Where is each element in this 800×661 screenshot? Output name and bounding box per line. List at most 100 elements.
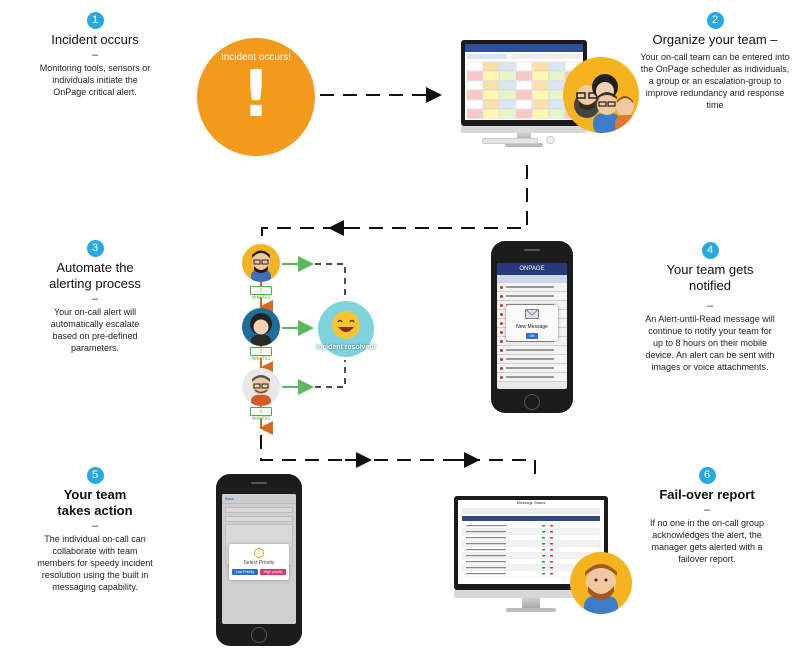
step-2: 2 Organize your team – Your on-call team…: [640, 12, 790, 111]
step-description: If no one in the on-call group acknowled…: [649, 518, 765, 564]
popup-title: New Message: [516, 324, 548, 330]
report-table: [461, 508, 601, 577]
scheduler-cell: [483, 90, 500, 100]
onpage-header: ONPAGE: [497, 263, 567, 275]
smiley-icon: [332, 311, 360, 339]
new-message-popup: New Message OK: [506, 305, 558, 341]
back-link[interactable]: Back: [225, 496, 234, 501]
scheduler-cell: [532, 61, 549, 72]
message-row[interactable]: [497, 364, 567, 373]
escalation-avatar-3: [242, 368, 280, 406]
step-5: 5 Your team takes action – The individua…: [20, 467, 170, 593]
incident-resolved-badge: incident resolved!: [316, 301, 376, 357]
report-row: [461, 522, 601, 529]
scheduler-cell: [516, 99, 533, 110]
keyboard: [482, 138, 538, 144]
alert-circle-icon: !: [254, 548, 264, 558]
home-button[interactable]: [251, 627, 267, 643]
step-number: 4: [701, 242, 719, 259]
incident-badge: Incident occurs! !: [197, 38, 315, 156]
scheduler-cell: [483, 109, 500, 119]
scheduler-cell: [466, 90, 483, 100]
scheduler-cell: [499, 71, 516, 81]
step-4: 4 Your team gets notified – An Alert-unt…: [630, 242, 790, 373]
exclamation-icon: !: [241, 58, 271, 132]
priority-dialog: ! Select Priority Low Priority High prio…: [229, 544, 289, 580]
scheduler-cell: [499, 61, 516, 72]
team-group-avatar: [563, 57, 639, 133]
scheduler-cell: [548, 61, 565, 72]
step-title: Fail-over report: [659, 487, 755, 502]
scheduler-cell: [548, 71, 565, 81]
incident-resolved-label: incident resolved!: [316, 344, 376, 351]
incident-badge-label: Incident occurs!: [220, 52, 292, 63]
step-title: Your team gets notified: [666, 262, 754, 293]
popup-ok-button[interactable]: OK: [526, 333, 538, 339]
onpage-brand: ONPAGE: [519, 266, 545, 272]
message-row[interactable]: [497, 355, 567, 364]
step-description: The individual on-call can collaborate w…: [37, 534, 153, 592]
step-6: 6 Fail-over report – If no one in the on…: [632, 467, 782, 565]
message-row[interactable]: [497, 292, 567, 301]
step-number: 6: [698, 467, 716, 484]
report-row: [461, 534, 601, 541]
escalation-avatar-1: [242, 244, 280, 282]
envelope-icon: [525, 309, 539, 319]
scheduler-cell: [483, 71, 500, 81]
scheduler-cell: [532, 99, 549, 110]
scheduler-cell: [516, 71, 533, 81]
scheduler-cell: [516, 61, 533, 72]
scheduler-cell: [483, 80, 500, 91]
mouse: [546, 136, 555, 144]
step-number: 3: [86, 240, 104, 257]
message-row[interactable]: [497, 283, 567, 292]
step-title: Incident occurs: [51, 32, 139, 47]
message-row[interactable]: [497, 337, 567, 346]
step-title: Organize your team –: [652, 32, 778, 47]
scheduler-cell: [532, 71, 549, 81]
scheduler-cell: [466, 80, 483, 91]
scheduler-cell: [516, 109, 533, 119]
scheduler-cell: [548, 109, 565, 119]
step-description: An Alert-until-Read message will continu…: [645, 314, 775, 372]
step-title: Your team takes action: [57, 487, 133, 518]
step-description: Your on-call team can be entered into th…: [640, 52, 790, 110]
scheduler-screen: [465, 44, 583, 120]
report-title: Message Status: [516, 500, 546, 505]
high-priority-button[interactable]: High priority: [260, 569, 286, 575]
low-priority-button[interactable]: Low Priority: [232, 569, 258, 575]
scheduler-cell: [466, 61, 483, 72]
scheduler-cell: [499, 109, 516, 119]
step-number: 1: [86, 12, 104, 29]
notify-phone: ONPAGE New Message OK: [491, 241, 573, 413]
home-button[interactable]: [524, 394, 540, 410]
report-row: [461, 546, 601, 553]
scheduler-cell: [532, 80, 549, 91]
dialog-title: Select Priority: [243, 560, 275, 566]
scheduler-cell: [483, 99, 500, 110]
step-title: Automate the alerting process: [49, 260, 141, 291]
step-description: Monitoring tools, sensors or individuals…: [39, 63, 151, 97]
report-row: [461, 540, 601, 547]
manager-avatar: [570, 552, 632, 614]
connector-2-3: [261, 165, 528, 240]
timer-tag: 5 MINUTES: [250, 407, 272, 421]
message-row[interactable]: [497, 373, 567, 382]
message-row[interactable]: [497, 346, 567, 355]
step-description: Your on-call alert will automatically es…: [50, 307, 140, 353]
scheduler-cell: [466, 99, 483, 110]
timer-tag: 5 MINUTES: [250, 286, 272, 300]
scheduler-cell: [532, 90, 549, 100]
timer-tag: 5 MINUTES: [250, 347, 272, 361]
step-1: 1 Incident occurs – Monitoring tools, se…: [20, 12, 170, 98]
escalation-avatar-2: [242, 308, 280, 346]
scheduler-grid: [465, 44, 583, 119]
scheduler-cell: [499, 99, 516, 110]
scheduler-cell: [499, 80, 516, 91]
connector-3-6: [260, 435, 536, 483]
action-phone-screen: Back ! Select Priority Low Priority High…: [222, 494, 296, 624]
scheduler-cell: [499, 90, 516, 100]
action-phone: Back ! Select Priority Low Priority High…: [216, 474, 302, 646]
scheduler-cell: [548, 80, 565, 91]
scheduler-cell: [548, 99, 565, 110]
